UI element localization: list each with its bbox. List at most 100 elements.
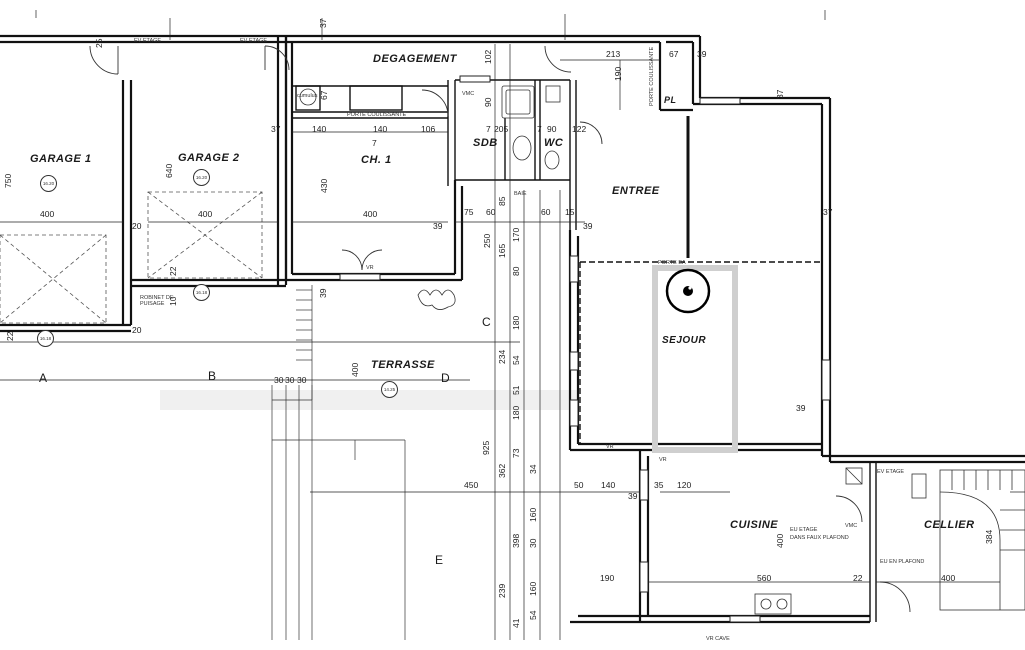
dim-34: 34: [528, 464, 538, 474]
sanitary-fixtures: [299, 85, 927, 615]
dim-925: 925: [481, 440, 491, 455]
note-vr-cave: VR CAVE: [706, 636, 730, 642]
dim-102: 102: [483, 49, 493, 64]
dim-180-b: 180: [511, 405, 521, 420]
area-badge-garage-2: 16.20: [193, 169, 210, 186]
dim-205: 205: [494, 124, 509, 134]
dim-234: 234: [497, 349, 507, 364]
note-ev-etage-3: EV ETAGE: [877, 469, 905, 475]
note-vmc-2: VMC: [845, 523, 858, 529]
dim-37-a: 37: [271, 124, 281, 134]
room-label-garage-1: GARAGE 1: [30, 153, 92, 165]
dim-400-ch1: 400: [363, 209, 378, 219]
viewpoint-marker-icon: [665, 268, 711, 314]
dim-22-b: 22: [168, 266, 178, 276]
room-label-cellier: CELLIER: [924, 519, 975, 531]
dim-250: 250: [482, 233, 492, 248]
dim-120: 120: [677, 480, 692, 490]
note-eu-etage: EU ETAGE: [790, 527, 818, 533]
sejour-highlight: [652, 265, 738, 453]
dim-39-f: 39: [628, 491, 638, 501]
room-label-pl: PL: [664, 95, 677, 105]
dim-37-c: 37: [775, 89, 785, 99]
section-marker-e: E: [435, 553, 444, 567]
note-vr-3: VR: [659, 457, 667, 463]
dim-20-b: 20: [132, 325, 142, 335]
dim-165: 165: [497, 243, 507, 258]
room-label-degagement: DEGAGEMENT: [373, 53, 457, 65]
dim-160-a: 160: [528, 507, 538, 522]
dim-180-a: 180: [511, 315, 521, 330]
dim-190-b: 190: [600, 573, 615, 583]
dim-400-cuisine: 400: [775, 533, 785, 548]
dim-50: 50: [574, 480, 584, 490]
dim-190-a: 190: [613, 66, 623, 81]
dim-39-e: 39: [796, 403, 806, 413]
dim-54-b: 54: [528, 610, 538, 620]
room-label-sejour: SEJOUR: [662, 335, 707, 346]
room-label-entree: ENTREE: [612, 185, 660, 197]
note-porte-coulissante-1: PORTE COULISSANTE: [347, 112, 407, 118]
dim-30-a: 30: [528, 538, 538, 548]
dim-35: 35: [654, 480, 664, 490]
dim-90-a: 90: [483, 97, 493, 107]
dim-362: 362: [497, 463, 507, 478]
area-badge-terrasse: 14.25: [381, 381, 398, 398]
dim-37-d: 37: [823, 207, 833, 217]
dim-39-d: 39: [583, 221, 593, 231]
note-eu-plafond: EU EN PLAFOND: [880, 559, 925, 565]
dim-213: 213: [606, 49, 621, 59]
dim-450: 450: [464, 480, 479, 490]
section-marker-d: D: [441, 371, 450, 385]
note-cumulus: cumulus: [297, 93, 318, 99]
dim-106: 106: [421, 124, 436, 134]
dim-30-c: 30: [285, 375, 295, 385]
staircase: [939, 469, 1025, 611]
dim-7-c: 7: [537, 124, 542, 134]
dim-60-b: 60: [541, 207, 551, 217]
note-ev-etage-2: EV ETAGE: [240, 38, 268, 44]
dim-15: 15: [565, 207, 575, 217]
area-badge-garage-1: 16.20: [40, 175, 57, 192]
dim-30-b: 30: [274, 375, 284, 385]
room-label-wc: WC: [544, 137, 564, 149]
room-label-ch1: CH. 1: [361, 154, 392, 166]
plant-symbol-icon: [417, 289, 456, 310]
dim-51: 51: [511, 385, 521, 395]
room-label-cuisine: CUISINE: [730, 519, 779, 531]
dim-67-a: 67: [669, 49, 679, 59]
section-marker-c: C: [482, 315, 491, 329]
dim-140-b: 140: [373, 124, 388, 134]
note-robinet: ROBINET DE PUISAGE: [140, 295, 174, 307]
dimension-lines: [0, 10, 1000, 640]
section-marker-a: A: [39, 371, 48, 385]
note-porte-coulissante-2: PORTE COULISSANTE: [649, 46, 655, 106]
dim-22-a: 22: [5, 331, 15, 341]
dim-30-d: 30: [297, 375, 307, 385]
dim-10: 10: [168, 296, 178, 306]
note-faux-plafond: DANS FAUX PLAFOND: [790, 535, 849, 541]
dim-37-b: 37: [318, 18, 328, 28]
dim-122: 122: [572, 124, 587, 134]
dim-80: 80: [511, 266, 521, 276]
room-label-terrasse: TERRASSE: [371, 359, 435, 371]
note-vmc-1: VMC: [462, 91, 475, 97]
dim-239: 239: [497, 583, 507, 598]
dim-430: 430: [319, 178, 329, 193]
dim-85: 85: [497, 196, 507, 206]
dim-60-a: 60: [486, 207, 496, 217]
dim-75: 75: [464, 207, 474, 217]
dim-750: 750: [3, 173, 13, 188]
dim-160-b: 160: [528, 581, 538, 596]
dim-640: 640: [164, 163, 174, 178]
dim-73: 73: [511, 448, 521, 458]
dim-20-a: 20: [132, 221, 142, 231]
door-swings: [89, 45, 911, 613]
dim-22-c: 22: [853, 573, 863, 583]
dim-39-a: 39: [697, 49, 707, 59]
interior-walls: [292, 79, 877, 622]
paper-fold-shadow: [160, 390, 580, 410]
window-marks: [339, 75, 831, 623]
garage-door-markings: [0, 191, 263, 324]
note-ev-etage-1: EV ETAGE: [134, 38, 162, 44]
